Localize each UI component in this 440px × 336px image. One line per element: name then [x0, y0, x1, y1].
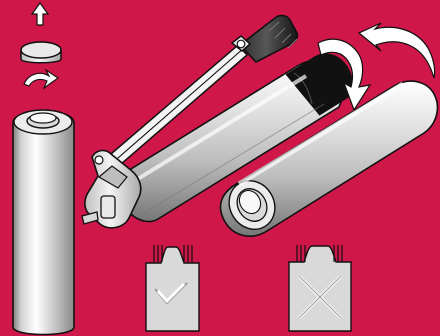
left-cartridge-group — [13, 3, 74, 335]
curved-arrow-icon — [359, 23, 435, 78]
grease-gun-head — [82, 150, 141, 227]
upright-grease-cartridge — [13, 110, 74, 335]
incorrect-cartridge-example — [289, 245, 351, 331]
correct-cartridge-example — [146, 245, 199, 331]
cartridge-cap — [21, 42, 61, 63]
up-arrow-icon — [32, 3, 48, 25]
twist-arrow-icon — [24, 70, 58, 88]
